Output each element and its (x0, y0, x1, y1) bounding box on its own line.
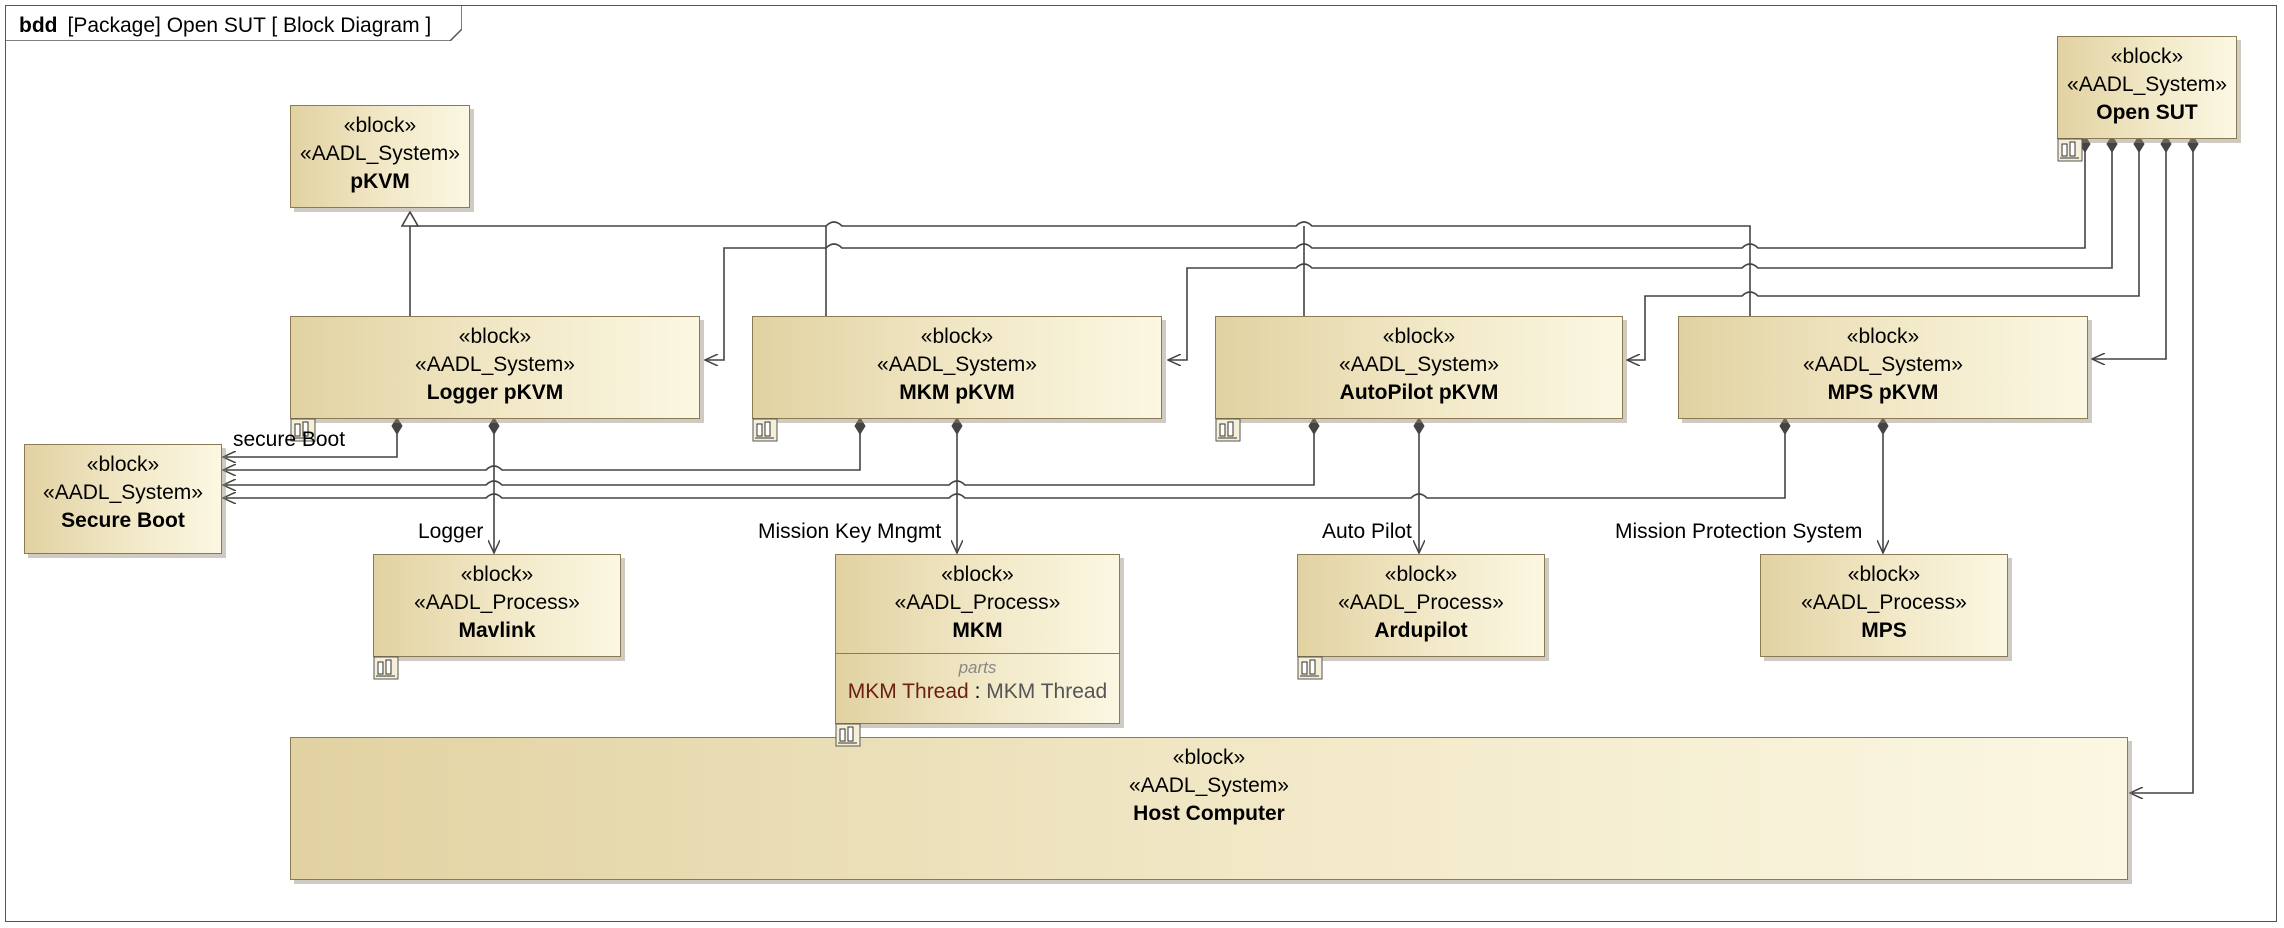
block-name: MPS (1861, 619, 1907, 642)
composition-open-sut-logger[interactable] (705, 150, 2086, 360)
composition-mkm-secure-boot[interactable] (223, 428, 861, 470)
diamond-autopilot-2 (1413, 417, 1425, 435)
stereotype-aadl: «AADL_Process» (414, 591, 580, 614)
stereotype-aadl: «AADL_System» (1339, 353, 1499, 376)
frame-kind: bdd (19, 14, 58, 37)
block-pkvm[interactable]: «block» «AADL_System» pKVM (290, 105, 470, 208)
stereotype-block: «block» (86, 453, 160, 476)
stereotype-aadl: «AADL_System» (43, 481, 203, 504)
stereotype-aadl: «AADL_System» (300, 142, 460, 165)
block-name: Logger pKVM (426, 381, 564, 404)
block-mkm[interactable]: «block» «AADL_Process» MKM parts MKM Thr… (835, 554, 1120, 724)
block-host-computer[interactable]: «block» «AADL_System» Host Computer (290, 737, 2128, 880)
frame-label: bdd [Package] Open SUT [ Block Diagram ] (19, 14, 431, 38)
frame-tab-shape (5, 5, 462, 41)
composition-open-sut-autopilot[interactable] (1627, 150, 2140, 360)
frame-title: [Package] Open SUT [ Block Diagram ] (67, 14, 432, 37)
block-diagram-icon (1297, 656, 1323, 680)
block-mps-pkvm[interactable]: «block» «AADL_System» MPS pKVM (1678, 316, 2088, 419)
composition-open-sut-mps[interactable] (2092, 150, 2167, 359)
block-autopilot-pkvm[interactable]: «block» «AADL_System» AutoPilot pKVM (1215, 316, 1623, 419)
role-label-mission-key-mngmt: Mission Key Mngmt (758, 520, 942, 543)
block-name: MPS pKVM (1827, 381, 1939, 404)
stereotype-block: «block» (1172, 746, 1246, 769)
stereotype-block: «block» (343, 114, 417, 137)
role-label-secure-boot: secure Boot (233, 428, 346, 451)
stereotype-aadl: «AADL_System» (415, 353, 575, 376)
stereotype-aadl: «AADL_System» (1803, 353, 1963, 376)
block-diagram-icon (373, 656, 399, 680)
diamond-logger-2 (488, 417, 500, 435)
diamond-mps-pkvm-2 (1877, 417, 1889, 435)
diamond-logger-1 (391, 417, 403, 435)
block-name: MKM pKVM (899, 381, 1015, 404)
diagram-frame (5, 5, 2277, 922)
block-ardupilot[interactable]: «block» «AADL_Process» Ardupilot (1297, 554, 1545, 657)
part-separator: : (968, 680, 987, 703)
stereotype-block: «block» (1846, 325, 1920, 348)
composition-mps-secure-boot[interactable] (223, 428, 1786, 498)
stereotype-block: «block» (1382, 325, 1456, 348)
diamond-open-sut-2 (2106, 135, 2118, 153)
block-mps[interactable]: «block» «AADL_Process» MPS (1760, 554, 2008, 657)
diamond-open-sut-3 (2133, 135, 2145, 153)
block-diagram-icon (1215, 418, 1241, 442)
stereotype-block: «block» (920, 325, 994, 348)
stereotype-block: «block» (2110, 45, 2184, 68)
composition-autopilot-secure-boot[interactable] (223, 428, 1315, 485)
stereotype-aadl: «AADL_Process» (894, 591, 1061, 614)
stereotype-block: «block» (1847, 563, 1921, 586)
block-name: Ardupilot (1374, 619, 1468, 642)
role-label-auto-pilot: Auto Pilot (1322, 520, 1412, 543)
stereotype-aadl: «AADL_System» (2067, 73, 2227, 96)
block-diagram-icon (752, 418, 778, 442)
block-name: Open SUT (2096, 101, 2198, 124)
diamond-open-sut-4 (2160, 135, 2172, 153)
block-logger-pkvm[interactable]: «block» «AADL_System» Logger pKVM (290, 316, 700, 419)
generalization-pkvm[interactable] (400, 210, 1751, 316)
parts-header: parts (958, 658, 997, 677)
block-name: Host Computer (1133, 802, 1285, 825)
block-open-sut[interactable]: «block» «AADL_System» Open SUT (2057, 36, 2237, 139)
block-name: MKM (952, 619, 1003, 642)
parts-compartment: parts MKM Thread : MKM Thread (836, 653, 1119, 706)
stereotype-block: «block» (460, 563, 534, 586)
block-name: AutoPilot pKVM (1339, 381, 1499, 404)
part-name: MKM Thread (847, 680, 969, 703)
block-diagram-icon (2057, 138, 2083, 162)
block-name: Mavlink (458, 619, 536, 642)
block-mkm-pkvm[interactable]: «block» «AADL_System» MKM pKVM (752, 316, 1162, 419)
diamond-mkm-pkvm-2 (951, 417, 963, 435)
block-diagram-icon (290, 418, 316, 442)
role-label-mission-protection-system: Mission Protection System (1615, 520, 1863, 543)
composition-open-sut-host[interactable] (2130, 150, 2194, 793)
block-name: Secure Boot (61, 509, 185, 532)
block-mavlink[interactable]: «block» «AADL_Process» Mavlink (373, 554, 621, 657)
stereotype-aadl: «AADL_System» (877, 353, 1037, 376)
role-label-logger: Logger (418, 520, 484, 543)
diamond-mps-pkvm-1 (1779, 417, 1791, 435)
stereotype-aadl: «AADL_Process» (1801, 591, 1967, 614)
stereotype-aadl: «AADL_Process» (1338, 591, 1504, 614)
block-secure-boot[interactable]: «block» «AADL_System» Secure Boot (24, 444, 222, 554)
block-diagram-icon (835, 723, 861, 747)
frame-tab: bdd [Package] Open SUT [ Block Diagram ] (5, 5, 462, 41)
part-type: MKM Thread (986, 680, 1108, 703)
stereotype-block: «block» (1384, 563, 1458, 586)
stereotype-block: «block» (941, 563, 1014, 586)
diamond-open-sut-5 (2187, 135, 2199, 153)
part-property[interactable]: MKM Thread : MKM Thread (836, 678, 1119, 706)
diamond-mkm-pkvm-1 (854, 417, 866, 435)
diamond-autopilot-1 (1308, 417, 1320, 435)
composition-open-sut-mkm[interactable] (1168, 150, 2113, 360)
stereotype-block: «block» (458, 325, 532, 348)
stereotype-aadl: «AADL_System» (1129, 774, 1289, 797)
composition-logger-secure-boot[interactable] (223, 428, 398, 457)
block-name: pKVM (350, 170, 410, 193)
